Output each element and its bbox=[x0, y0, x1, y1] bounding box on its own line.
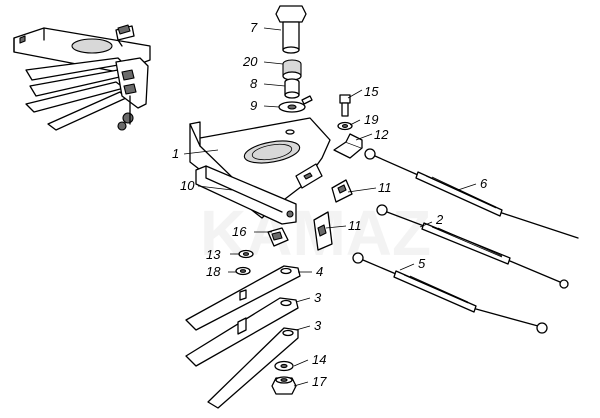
lever-3-lower bbox=[207, 327, 299, 409]
cable-2 bbox=[376, 204, 569, 289]
callout-7: 7 bbox=[250, 20, 258, 35]
callout-11-upper: 11 bbox=[378, 180, 392, 195]
washer-13 bbox=[238, 249, 254, 259]
callout-17: 17 bbox=[312, 374, 327, 389]
nut-17 bbox=[271, 376, 297, 395]
callout-15: 15 bbox=[364, 84, 379, 99]
clamp-12 bbox=[333, 133, 363, 159]
callout-13: 13 bbox=[206, 247, 221, 262]
callout-19: 19 bbox=[364, 112, 378, 127]
callout-1: 1 bbox=[172, 146, 179, 161]
callout-16: 16 bbox=[232, 224, 247, 239]
callout-9: 9 bbox=[250, 98, 257, 113]
callout-8: 8 bbox=[250, 76, 258, 91]
bolt-15 bbox=[339, 94, 351, 117]
callout-labels: 7 20 8 9 15 19 12 1 6 10 11 2 16 11 13 5… bbox=[172, 20, 488, 389]
callout-14: 14 bbox=[312, 352, 326, 367]
leader-lines bbox=[183, 27, 477, 387]
callout-10: 10 bbox=[180, 178, 195, 193]
callout-4: 4 bbox=[316, 264, 323, 279]
sleeve-8 bbox=[284, 78, 300, 99]
callout-6: 6 bbox=[480, 176, 488, 191]
callout-11-lower: 11 bbox=[348, 218, 362, 233]
washer-14 bbox=[274, 360, 294, 372]
callout-2: 2 bbox=[435, 212, 444, 227]
washer-9 bbox=[278, 95, 313, 113]
cable-6 bbox=[364, 148, 579, 239]
callout-5: 5 bbox=[418, 256, 426, 271]
clip-11-lower bbox=[313, 211, 333, 251]
callout-3-upper: 3 bbox=[314, 290, 322, 305]
washer-19 bbox=[337, 121, 353, 131]
clip-11-upper bbox=[331, 179, 353, 203]
plate-16-nut bbox=[267, 227, 289, 247]
plate-10 bbox=[195, 165, 297, 225]
lever-3-upper bbox=[185, 297, 299, 367]
callout-18: 18 bbox=[206, 264, 221, 279]
bushing-20 bbox=[282, 59, 302, 81]
assembled-view-inset bbox=[13, 24, 151, 131]
callout-12: 12 bbox=[374, 127, 389, 142]
pin-7 bbox=[275, 5, 307, 54]
washer-18 bbox=[235, 266, 251, 276]
callout-20: 20 bbox=[242, 54, 258, 69]
callout-3-lower: 3 bbox=[314, 318, 322, 333]
cable-5 bbox=[352, 252, 548, 334]
